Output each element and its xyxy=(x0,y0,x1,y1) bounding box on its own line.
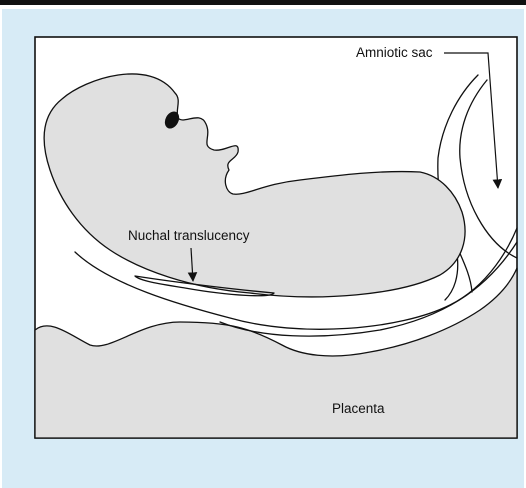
amniotic-sac-label: Amniotic sac xyxy=(356,45,433,60)
nuchal-translucency-label: Nuchal translucency xyxy=(128,228,250,243)
placenta-label: Placenta xyxy=(332,401,385,416)
top-bar xyxy=(0,0,526,5)
